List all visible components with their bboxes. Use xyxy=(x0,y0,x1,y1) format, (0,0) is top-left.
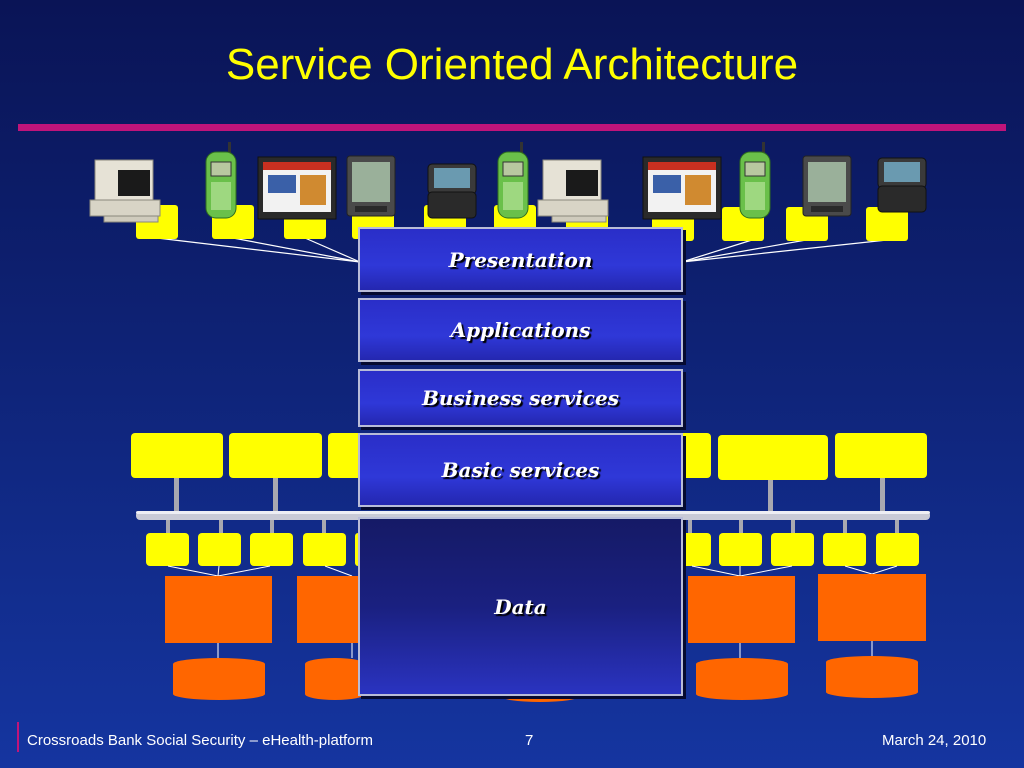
footer-organization: Crossroads Bank Social Security – eHealt… xyxy=(27,732,373,749)
data-block xyxy=(165,576,272,643)
service-box xyxy=(303,533,346,566)
slide-title: Service Oriented Architecture xyxy=(225,40,799,89)
footer-accent xyxy=(17,722,19,752)
client-box xyxy=(866,207,908,241)
mobile-phone-icon xyxy=(205,142,237,219)
pda-icon xyxy=(346,155,396,217)
database-icon xyxy=(173,658,265,700)
service-box xyxy=(229,433,322,478)
data-block xyxy=(688,576,795,643)
footer-date: March 24, 2010 xyxy=(882,732,987,749)
basic-services-layer: Basic services xyxy=(358,433,683,507)
presentation-layer: Presentation xyxy=(358,227,683,292)
service-box xyxy=(771,533,814,566)
pda-icon xyxy=(802,155,852,217)
mobile-phone-icon xyxy=(739,142,771,219)
service-box xyxy=(250,533,293,566)
data-layer-label: Data xyxy=(494,594,547,619)
service-box xyxy=(198,533,241,566)
service-box xyxy=(876,533,919,566)
page-number: 7 xyxy=(525,732,534,749)
basic-services-layer-label: Basic services xyxy=(441,458,600,482)
data-block xyxy=(818,574,926,641)
database-icon xyxy=(305,658,365,700)
business-services-layer-label: Business services xyxy=(422,386,619,410)
service-box xyxy=(823,533,866,566)
mobile-phone-icon xyxy=(497,142,529,219)
presentation-layer-label: Presentation xyxy=(448,247,593,272)
bus-connectors xyxy=(166,478,899,536)
service-box xyxy=(146,533,189,566)
data-blocks xyxy=(165,574,926,643)
applications-layer-label: Applications xyxy=(450,318,591,342)
service-box xyxy=(131,433,223,478)
service-box xyxy=(674,433,711,478)
database-cylinders xyxy=(173,656,918,702)
business-service-boxes xyxy=(131,433,927,480)
database-icon xyxy=(826,656,918,698)
service-bus xyxy=(136,511,930,520)
data-block xyxy=(297,576,367,643)
data-connectors xyxy=(167,565,898,658)
title-divider xyxy=(18,124,1006,131)
desktop-computer-icon xyxy=(537,159,609,223)
communicator-device-icon xyxy=(877,157,927,213)
desktop-computer-icon xyxy=(89,159,161,223)
web-browser-screen-icon xyxy=(257,156,337,220)
data-layer: Data xyxy=(358,517,683,696)
service-box xyxy=(718,435,828,480)
database-icon xyxy=(696,658,788,700)
web-browser-screen-icon xyxy=(642,156,722,220)
applications-layer: Applications xyxy=(358,298,683,362)
service-box xyxy=(719,533,762,566)
service-box xyxy=(835,433,927,478)
basic-service-boxes xyxy=(146,533,919,566)
business-services-layer: Business services xyxy=(358,369,683,427)
communicator-device-icon xyxy=(427,163,477,219)
